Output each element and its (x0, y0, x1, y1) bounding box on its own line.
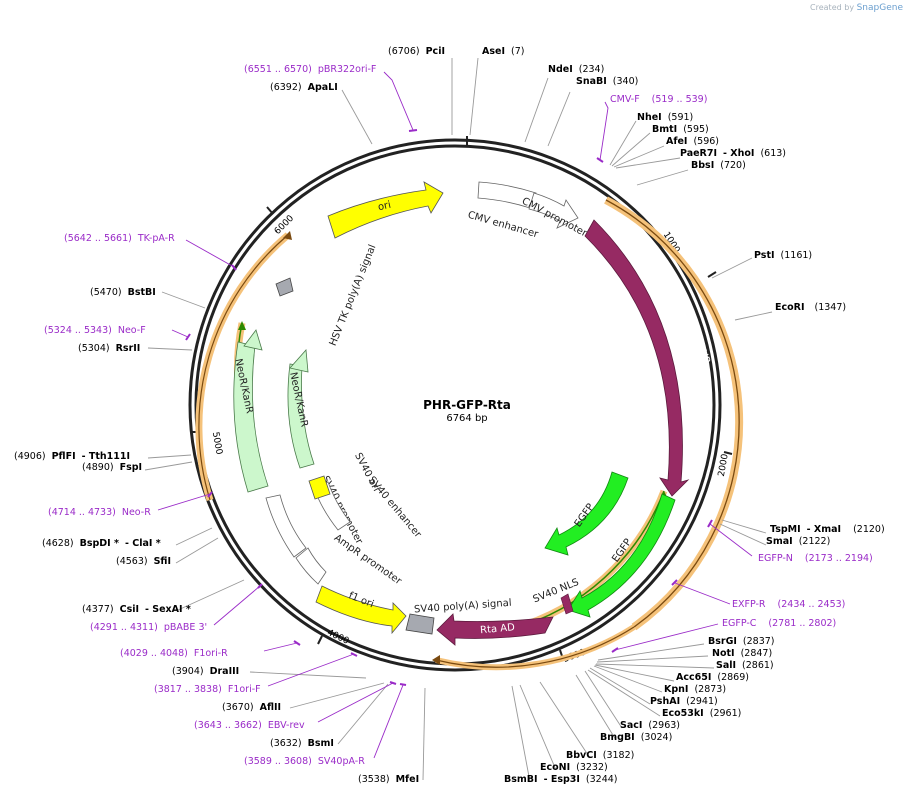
neokanr-inner-feature[interactable] (287, 363, 315, 469)
primer-egfp-c[interactable]: EGFP-C(2781 .. 2802) (722, 618, 836, 629)
primer-tk-pa-r[interactable]: (5642 .. 5661)TK-pA-R (64, 233, 175, 244)
tick-2000: 2000 (717, 453, 731, 478)
site-ndei[interactable]: NdeI(234) (548, 64, 604, 75)
primer-pbr322ori-f[interactable]: (6551 .. 6570)pBR322ori-F (244, 64, 376, 75)
site-sfii[interactable]: (4563)SfiI (116, 556, 171, 567)
site-paer7i[interactable]: PaeR7I- XhoI(613) (680, 148, 786, 159)
site-eco53ki[interactable]: Eco53kI(2961) (662, 708, 741, 719)
site-noti[interactable]: NotI(2847) (712, 648, 772, 659)
site-kpni[interactable]: KpnI(2873) (664, 684, 726, 695)
primer-cmv-f[interactable]: CMV-F(519 .. 539) (610, 94, 707, 105)
site-bsmbi[interactable]: BsmBI- Esp3I(3244) (504, 774, 618, 785)
site-bstbi[interactable]: (5470)BstBI (90, 287, 156, 298)
primer-neo-f[interactable]: (5324 .. 5343)Neo-F (44, 325, 146, 336)
site-ecori[interactable]: EcoRI(1347) (775, 302, 846, 313)
site-bbvci[interactable]: BbvCI(3182) (566, 750, 634, 761)
site-mfei[interactable]: (3538)MfeI (358, 774, 419, 785)
snapgene-brand: SnapGene (856, 3, 903, 13)
site-afei[interactable]: AfeI(596) (666, 136, 719, 147)
sv40-polya-label: SV40 poly(A) signal (414, 598, 512, 616)
ampr-promoter-label: AmpR promoter (332, 533, 404, 588)
credit-prefix: Created by (810, 3, 855, 12)
site-bmti[interactable]: BmtI(595) (652, 124, 709, 135)
site-pflfi[interactable]: (4906)PflFI- Tth111I (14, 451, 130, 462)
site-pshai[interactable]: PshAI(2941) (650, 696, 718, 707)
ampr-promoter-feature[interactable] (295, 547, 327, 585)
sv40-polya-feature[interactable] (405, 613, 435, 635)
sv40-nls-feature[interactable] (560, 593, 574, 615)
ori-feature[interactable] (327, 181, 444, 239)
site-psti[interactable]: PstI(1161) (754, 250, 812, 261)
primer-sv40pa-r[interactable]: (3589 .. 3608)SV40pA-R (244, 756, 365, 767)
f1-ori-feature[interactable] (315, 585, 407, 635)
leader-lines (144, 57, 773, 783)
primer-pbabe-3[interactable]: (4291 .. 4311)pBABE 3' (90, 622, 207, 633)
site-csii[interactable]: (4377)CsiI- SexAI * (82, 604, 191, 615)
primer-labels: (6551 .. 6570)pBR322ori-F CMV-F(519 .. 5… (44, 64, 873, 767)
site-smai[interactable]: SmaI(2122) (766, 536, 830, 547)
site-bspdi[interactable]: (4628)BspDI *- ClaI * (42, 538, 161, 549)
ori-label: ori (377, 200, 392, 214)
site-acc65i[interactable]: Acc65I(2869) (676, 672, 749, 683)
primer-f1ori-f[interactable]: (3817 .. 3838)F1ori-F (154, 684, 261, 695)
site-rsrii[interactable]: (5304)RsrII (78, 343, 140, 354)
cmv-enhancer-label: CMV enhancer (466, 210, 540, 241)
site-bbsi[interactable]: BbsI(720) (691, 160, 746, 171)
cmv-promoter-feature[interactable] (528, 192, 579, 229)
restriction-site-labels: (6706)PciI AseI(7) NdeI(234) SnaBI(340) … (14, 46, 885, 785)
snapgene-credit: Created by SnapGene (810, 3, 903, 13)
site-pcii[interactable]: (6706)PciI (388, 46, 445, 57)
plasmid-name: PHR-GFP-Rta (423, 398, 511, 412)
site-aflii[interactable]: (3670)AflII (222, 702, 281, 713)
cry2phr-feature[interactable] (584, 219, 690, 497)
primer-exfp-r[interactable]: EXFP-R(2434 .. 2453) (732, 599, 845, 610)
neokanr-inner-arrowhead (289, 349, 309, 373)
primer-leader-lines (157, 71, 753, 759)
site-saci[interactable]: SacI(2963) (620, 720, 680, 731)
site-fspi[interactable]: (4890)FspI (82, 462, 142, 473)
sv40-promoter-feature[interactable] (265, 494, 307, 558)
neokanr-outer-arrowhead (243, 329, 263, 351)
site-nhei[interactable]: NheI(591) (637, 112, 693, 123)
primer-neo-r[interactable]: (4714 .. 4733)Neo-R (48, 507, 151, 518)
backbone-outer (188, 138, 722, 672)
site-bsmi[interactable]: (3632)BsmI (270, 738, 334, 749)
primer-ebv-rev[interactable]: (3643 .. 3662)EBV-rev (194, 720, 305, 731)
site-snabi[interactable]: SnaBI(340) (576, 76, 638, 87)
site-asei[interactable]: AseI(7) (482, 46, 524, 57)
site-econi[interactable]: EcoNI(3232) (540, 762, 608, 773)
primer-egfp-n[interactable]: EGFP-N(2173 .. 2194) (758, 553, 873, 564)
site-bmgbi[interactable]: BmgBI(3024) (600, 732, 672, 743)
neokanr-outer-feature[interactable] (233, 341, 269, 493)
tick-5000: 5000 (210, 431, 224, 456)
rta-ad-label: Rta AD (480, 622, 516, 636)
rta-ad-feature[interactable] (436, 613, 554, 646)
egfp-outer-feature[interactable] (567, 493, 676, 618)
hsv-tk-polya-label: HSV TK poly(A) signal (328, 243, 379, 348)
primer-f1ori-r[interactable]: (4029 .. 4048)F1ori-R (120, 648, 228, 659)
site-tspmi[interactable]: TspMI- XmaI(2120) (770, 524, 885, 535)
sv40-ori-label: SV40 ori (352, 451, 381, 493)
hsv-tk-polya-feature[interactable] (275, 277, 294, 297)
sv40-ori-feature[interactable] (308, 475, 331, 500)
egfp-inner-feature[interactable] (544, 471, 629, 556)
plasmid-length: 6764 bp (446, 413, 487, 424)
site-bsrgi[interactable]: BsrGI(2837) (708, 636, 775, 647)
site-sali[interactable]: SalI(2861) (716, 660, 774, 671)
site-apali[interactable]: (6392)ApaLI (270, 82, 338, 93)
site-draiii[interactable]: (3904)DraIII (172, 666, 239, 677)
